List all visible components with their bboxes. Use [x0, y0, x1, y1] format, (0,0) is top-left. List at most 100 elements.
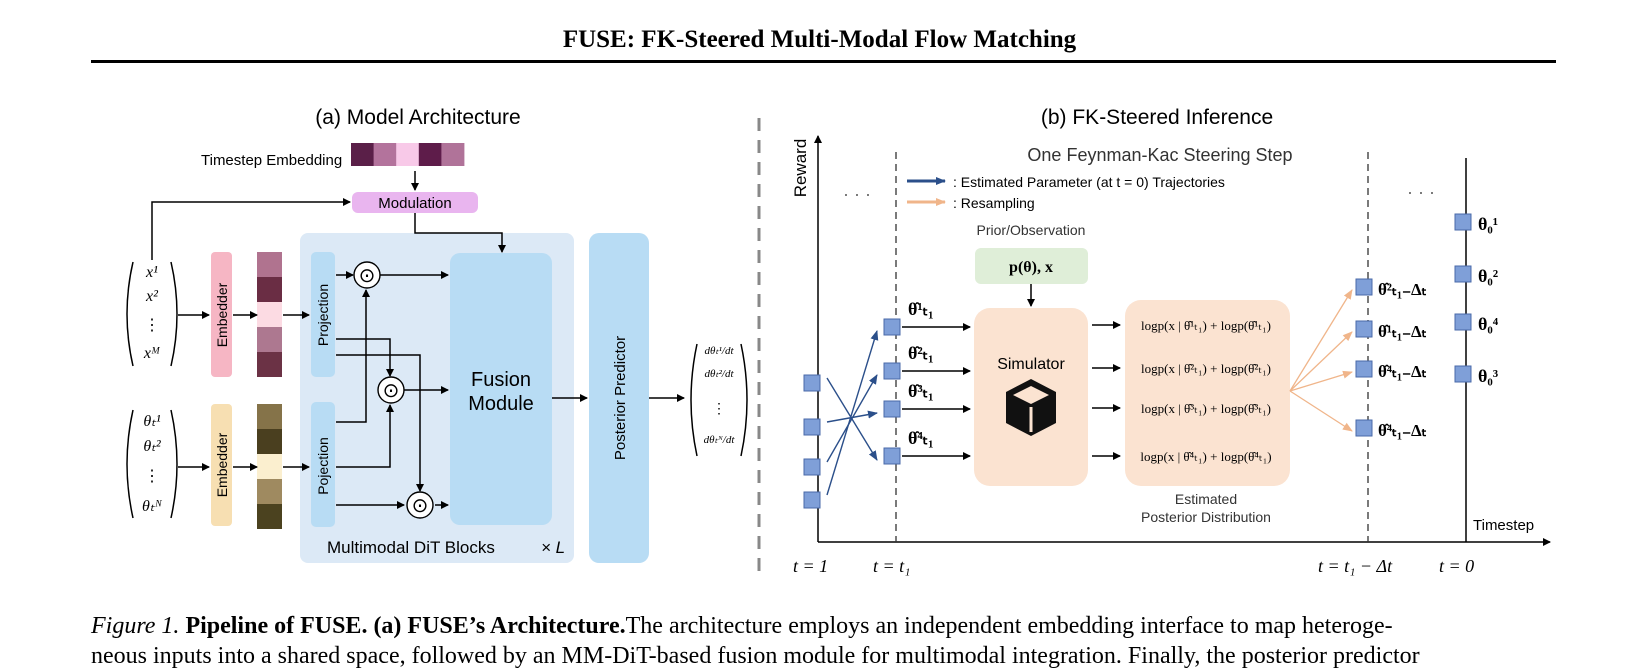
posterior-label-line2: Posterior Distribution: [1141, 509, 1271, 525]
theta-final-label: θ₀²: [1478, 266, 1498, 286]
token-cell: [257, 404, 282, 429]
modulation-box: [352, 192, 478, 213]
log-likelihood-term: logp(x | θ̂²ₜ₁) + logp(θ̂²ₜ₁): [1141, 361, 1271, 376]
odot-top: ⊙: [353, 261, 381, 289]
x-entry-1: x¹: [145, 264, 158, 281]
theta-t1-label: θ̂³ₜ₁: [908, 381, 934, 401]
fusion-module-box: [450, 253, 552, 525]
token-cell: [257, 327, 282, 352]
trajectory-arrow: [826, 377, 878, 461]
pink-token-strip: [257, 252, 282, 377]
timestep-cell: [418, 143, 442, 166]
posterior-predictor-label: Posterior Predictor: [612, 336, 629, 460]
panel-b-title: (b) FK-Steered Inference: [1041, 106, 1273, 129]
modulation-label: Modulation: [378, 195, 451, 212]
trajectory-arrow: [826, 330, 879, 496]
theta-final-label: θ₀³: [1478, 366, 1499, 386]
olive-token-strip: [257, 404, 282, 529]
theta-entry-2: θₜ²: [143, 438, 162, 455]
caption-bold: Pipeline of FUSE. (a) FUSE’s Architectur…: [185, 613, 626, 639]
svg-text:⊙: ⊙: [359, 265, 376, 287]
cube-icon: [1006, 379, 1056, 436]
token-cell: [257, 252, 282, 277]
ellipsis-right: · · ·: [1407, 182, 1435, 202]
start-node: [803, 491, 821, 509]
token-cell: [257, 479, 282, 504]
token-cell: [257, 352, 282, 377]
panel-a-title: (a) Model Architecture: [315, 106, 520, 129]
x-input-vector: x¹ x² ⋮ xᴹ: [126, 261, 178, 367]
start-node: [803, 458, 821, 476]
time-label-t1: t = t₁: [873, 556, 910, 576]
theta-final-label: θ₀¹: [1478, 214, 1498, 234]
projection-top-box: [311, 252, 335, 377]
token-cell: [257, 302, 282, 327]
timestep-embedding-strip: [351, 143, 465, 166]
theta-entry-N: θₜᴺ: [142, 498, 163, 515]
timestep-cell: [351, 143, 374, 166]
timestep-cell: [396, 143, 420, 166]
svg-text:⊙: ⊙: [383, 380, 400, 402]
theta-t1-label: θ̂²ₜ₁: [908, 343, 934, 363]
caption-line-2: neous inputs into a shared space, follow…: [91, 643, 1420, 669]
output-entry-N: dθₜᴺ/dt: [704, 434, 736, 446]
simulator-label: Simulator: [997, 356, 1065, 373]
svg-text:⊙: ⊙: [412, 495, 429, 517]
theta-resampled-label: θ̂²ₜ₁₋Δₜ: [1378, 280, 1427, 299]
fk-step-title: One Feynman-Kac Steering Step: [1027, 145, 1292, 165]
log-likelihood-term: logp(x | θ̂¹ₜ₁) + logp(θ̂¹ₜ₁): [1141, 318, 1271, 333]
theta-entry-1: θₜ¹: [143, 413, 161, 430]
token-cell: [257, 277, 282, 302]
theta-t1-label: θ̂¹ₜ₁: [908, 299, 934, 319]
final-node: [1454, 365, 1472, 383]
output-entry-1: dθₜ¹/dt: [704, 345, 734, 357]
embedder-bottom-box: [211, 404, 232, 526]
figure-canvas: (a) Model Architecture Timestep Embeddin…: [126, 106, 1551, 576]
prior-box-text: p(θ), x: [1009, 259, 1053, 276]
caption-text-1: The architecture employs an independent …: [625, 613, 1393, 639]
timestep-cell: [373, 143, 397, 166]
trajectory-arrow: [826, 410, 878, 423]
x-entry-2: x²: [145, 288, 159, 305]
time-label-0: t = 0: [1439, 556, 1474, 576]
resampling-arrow: [1289, 331, 1353, 392]
embedder-top-label: Embedder: [214, 282, 230, 347]
x-entry-dots: ⋮: [144, 317, 160, 334]
reward-axis-label: Reward: [791, 139, 810, 198]
start-node: [803, 374, 821, 392]
odot-bottom: ⊙: [406, 491, 434, 519]
log-likelihood-term: logp(x | θ̂³ₜ₁) + logp(θ̂³ₜ₁): [1141, 401, 1271, 416]
posterior-distribution-box: [1125, 300, 1290, 486]
token-cell: [257, 504, 282, 529]
fusion-label-line1: Fusion: [471, 369, 531, 391]
projection-bottom-box: [311, 402, 335, 527]
x-entry-M: xᴹ: [143, 345, 161, 362]
output-entry-dots: ⋮: [712, 402, 726, 417]
dit-blocks-label: Multimodal DiT Blocks: [327, 538, 495, 557]
projection-top-label: Projection: [315, 284, 331, 346]
node-t1: [883, 447, 901, 465]
node-t1: [883, 400, 901, 418]
figure-caption: Figure 1. Pipeline of FUSE. (a) FUSE’s A…: [91, 611, 1559, 671]
theta-resampled-label: θ̂⁴ₜ₁₋Δₜ: [1378, 421, 1427, 440]
theta-resampled-label: θ̂⁴ₜ₁₋Δₜ: [1378, 362, 1427, 381]
legend-orange-text: : Resampling: [953, 195, 1035, 211]
node-t1: [883, 318, 901, 336]
final-node: [1454, 313, 1472, 331]
resampled-node: [1355, 360, 1373, 378]
final-node: [1454, 265, 1472, 283]
time-label-1: t = 1: [793, 556, 828, 576]
resampled-node: [1355, 419, 1373, 437]
figure-header-title: FUSE: FK-Steered Multi-Modal Flow Matchi…: [562, 26, 1077, 53]
start-node: [803, 418, 821, 436]
token-cell: [257, 454, 282, 479]
time-label-t1-dt: t = t₁ − Δt: [1318, 556, 1393, 576]
legend-blue-text: : Estimated Parameter (at t = 0) Traject…: [953, 174, 1225, 190]
prior-box: [975, 248, 1088, 284]
output-derivative-vector: dθₜ¹/dt dθₜ²/dt ⋮ dθₜᴺ/dt: [690, 343, 748, 457]
embedder-bottom-label: Embedder: [214, 432, 230, 497]
projection-bottom-label: Pojection: [315, 437, 331, 495]
token-cell: [257, 429, 282, 454]
posterior-label-line1: Estimated: [1175, 491, 1237, 507]
resampling-arrow: [1289, 370, 1353, 392]
